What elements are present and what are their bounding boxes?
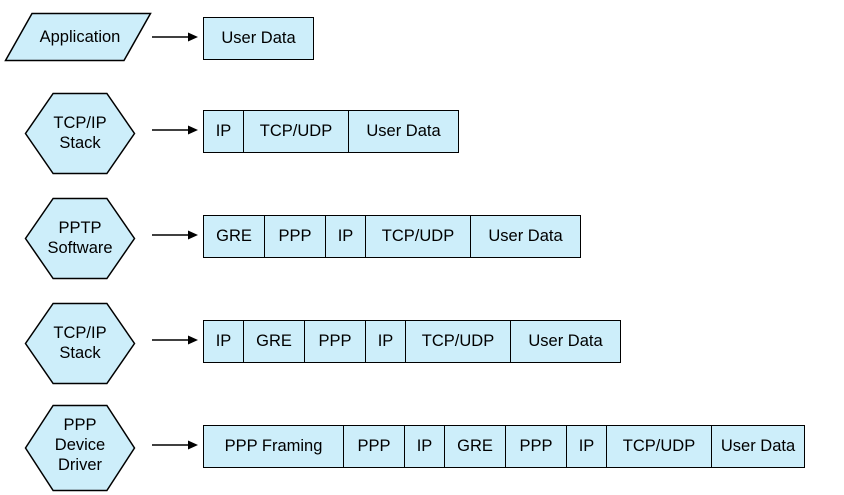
stage-shape-hexagon bbox=[0, 197, 160, 280]
hexagon-outline bbox=[24, 92, 136, 175]
packet-field: IP bbox=[326, 216, 366, 257]
stage-shape-parallelogram bbox=[0, 12, 160, 62]
hexagon-outline bbox=[24, 197, 136, 280]
packet-strip: User Data bbox=[203, 17, 314, 60]
packet-field: PPP bbox=[265, 216, 326, 257]
arrow-right-icon bbox=[152, 439, 198, 451]
stage-shape-hexagon bbox=[0, 404, 160, 492]
packet-field: TCP/UDP bbox=[607, 426, 712, 467]
hexagon-outline bbox=[24, 302, 136, 385]
stage-shape-hexagon bbox=[0, 92, 160, 175]
packet-field: IP bbox=[204, 111, 244, 152]
packet-field: TCP/UDP bbox=[366, 216, 471, 257]
packet-field: PPP Framing bbox=[204, 426, 344, 467]
parallelogram-outline bbox=[4, 12, 152, 62]
packet-field: IP bbox=[567, 426, 607, 467]
packet-field: PPP bbox=[344, 426, 405, 467]
packet-field: PPP bbox=[506, 426, 567, 467]
packet-field: User Data bbox=[349, 111, 458, 152]
arrow-right-icon bbox=[152, 31, 198, 43]
hexagon-outline bbox=[24, 404, 136, 492]
packet-field: TCP/UDP bbox=[244, 111, 349, 152]
packet-field: User Data bbox=[511, 321, 620, 362]
packet-field: TCP/UDP bbox=[406, 321, 511, 362]
packet-field: PPP bbox=[305, 321, 366, 362]
packet-field: GRE bbox=[204, 216, 265, 257]
packet-field: IP bbox=[204, 321, 244, 362]
arrow-right-icon bbox=[152, 124, 198, 136]
packet-field: GRE bbox=[445, 426, 506, 467]
packet-field: User Data bbox=[712, 426, 804, 467]
packet-field: IP bbox=[405, 426, 445, 467]
packet-field: User Data bbox=[471, 216, 580, 257]
packet-field: User Data bbox=[204, 18, 313, 59]
packet-field: IP bbox=[366, 321, 406, 362]
stage-shape-hexagon bbox=[0, 302, 160, 385]
arrow-right-icon bbox=[152, 334, 198, 346]
arrow-right-icon bbox=[152, 229, 198, 241]
packet-field: GRE bbox=[244, 321, 305, 362]
